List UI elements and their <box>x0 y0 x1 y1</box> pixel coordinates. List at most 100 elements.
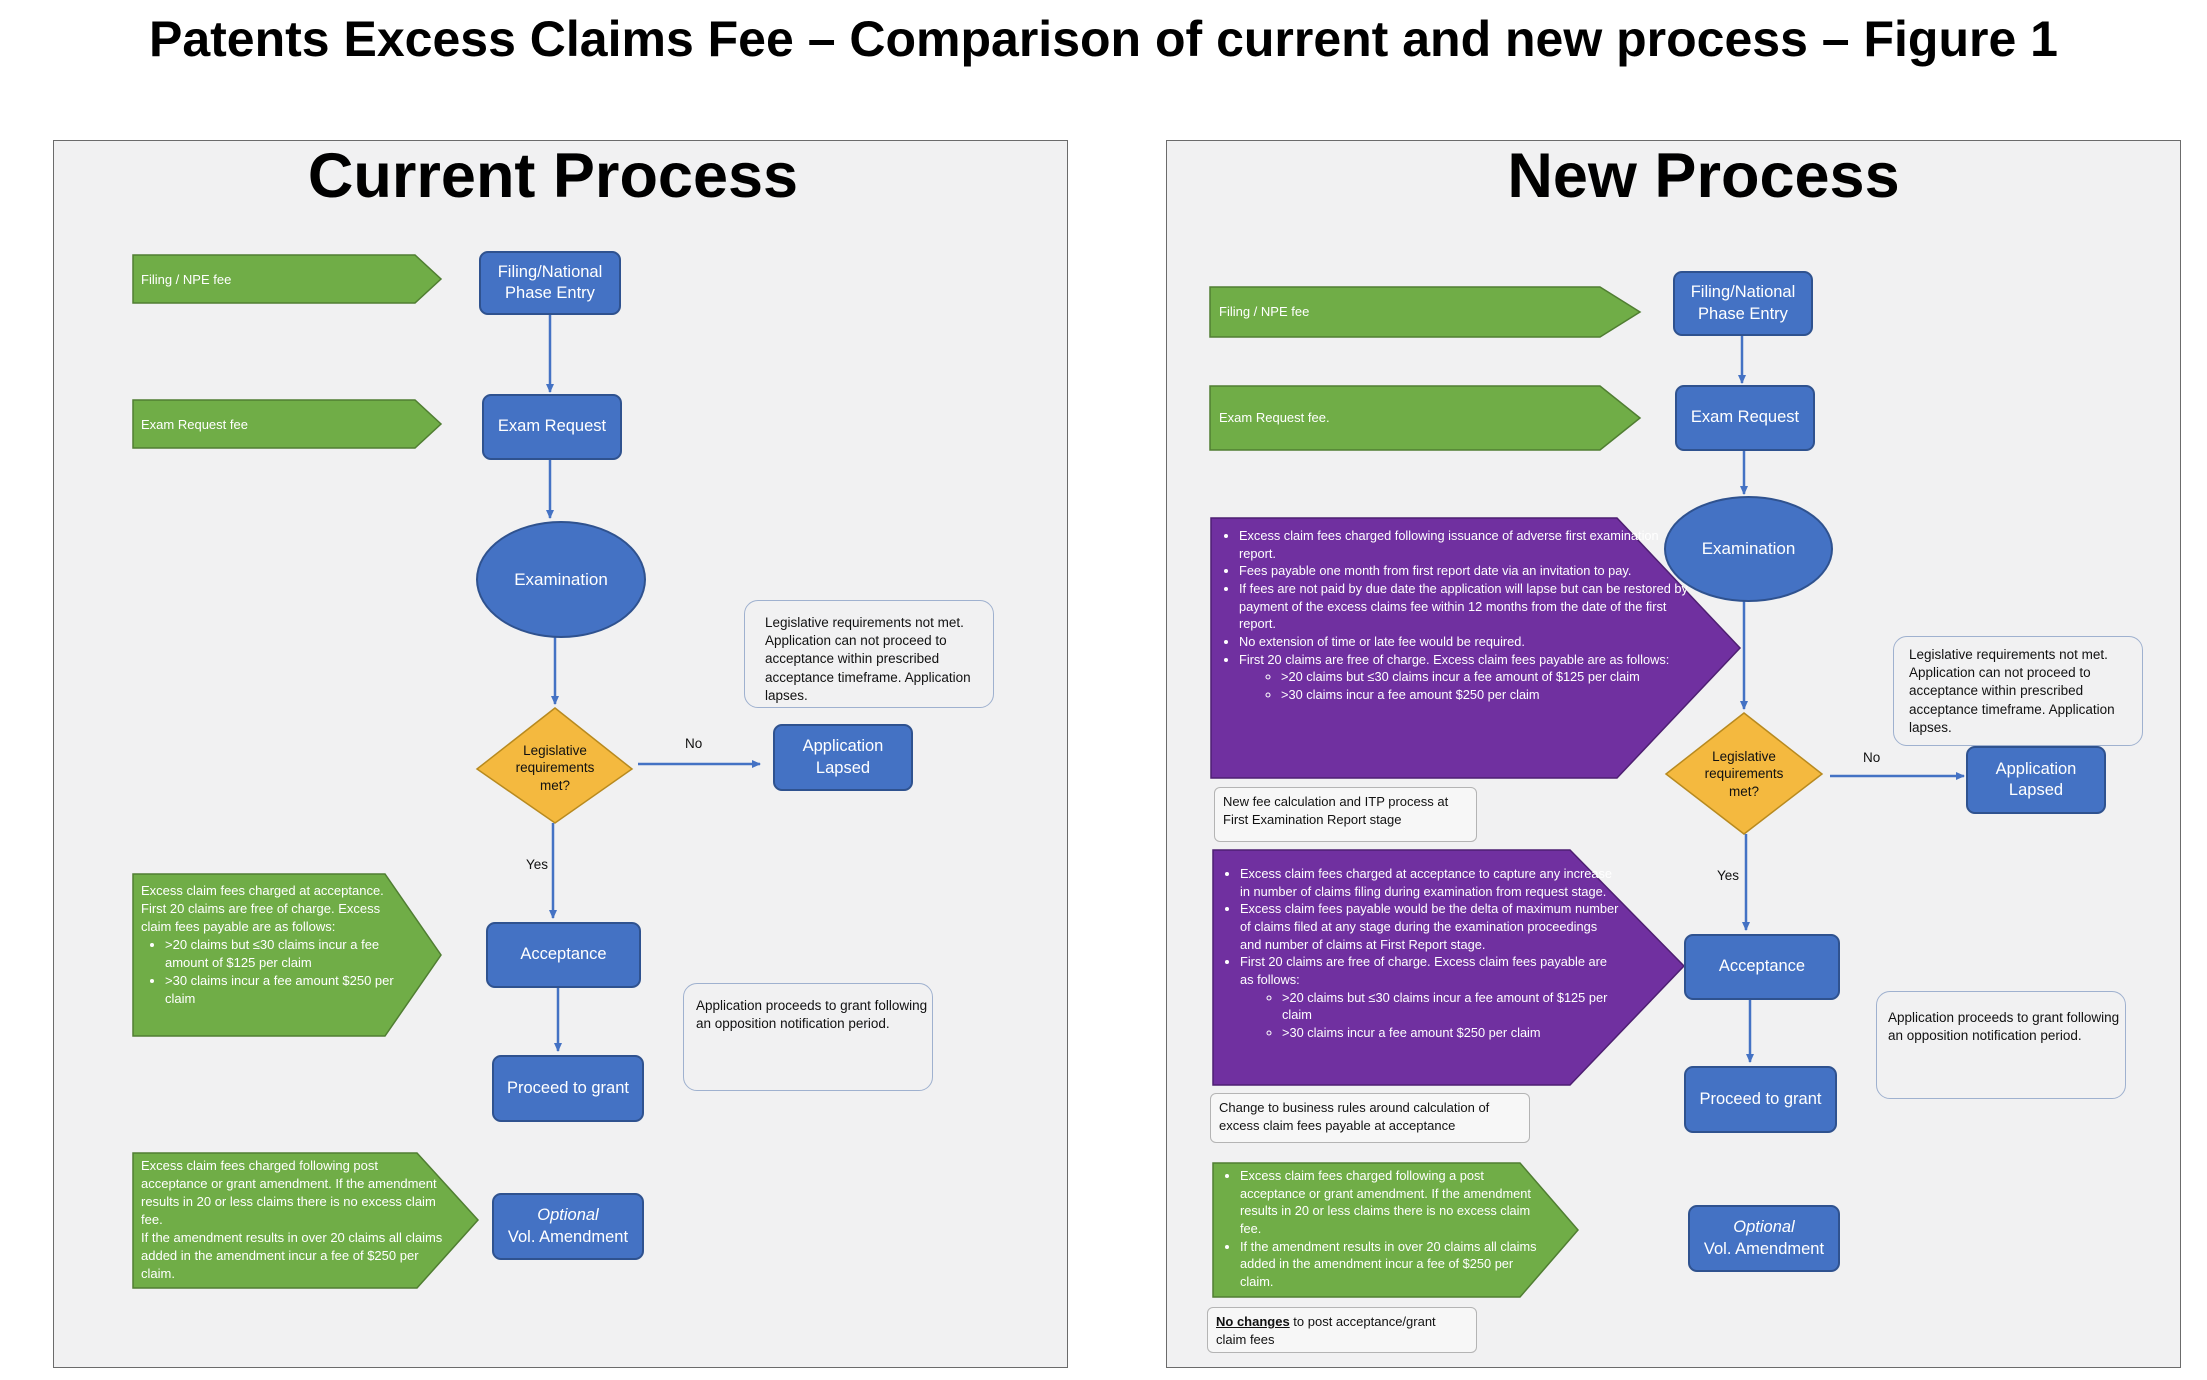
new-decision-line1: Legislative <box>1712 748 1776 764</box>
new-amendment-rules-text: Excess claim fees charged following a po… <box>1223 1167 1543 1291</box>
current-lapse-note: Legislative requirements not met. Applic… <box>765 615 971 703</box>
list-item: If fees are not paid by due date the app… <box>1239 580 1692 633</box>
new-vol-amendment-box: Optional Vol. Amendment <box>1688 1205 1840 1272</box>
new-first-report-rule-arrow <box>1210 517 1742 779</box>
new-vol-amendment-label: Vol. Amendment <box>1703 1239 1825 1258</box>
current-no-label: No <box>685 736 703 751</box>
new-filing-line2: Phase Entry <box>1698 304 1788 323</box>
new-acceptance-caption: Change to business rules around calculat… <box>1210 1093 1530 1143</box>
list-item: >30 claims incur a fee amount $250 per c… <box>1281 686 1692 704</box>
list-item: First 20 claims are free of charge. Exce… <box>1239 651 1692 704</box>
new-filing-line1: Filing/National <box>1690 283 1796 302</box>
current-amendment-fee-line1: Excess claim fees charged following post… <box>141 1158 437 1227</box>
new-first-report-caption: New fee calculation and ITP process at F… <box>1214 787 1477 842</box>
new-exam-fee-arrow <box>1209 385 1642 451</box>
current-amendment-fee-text: Excess claim fees charged following post… <box>141 1157 446 1283</box>
list-item: Excess claim fees payable would be the d… <box>1240 900 1621 953</box>
new-grant-note: Application proceeds to grant following … <box>1888 1010 2120 1044</box>
current-vol-amendment-box: Optional Vol. Amendment <box>492 1193 644 1260</box>
new-acceptance-sublist: >20 claims but ≤30 claims incur a fee am… <box>1240 989 1621 1042</box>
list-item: >20 claims but ≤30 claims incur a fee am… <box>1281 668 1692 686</box>
new-exam-fee-label: Exam Request fee. <box>1219 410 1330 425</box>
new-lapse-note: Legislative requirements not met. Applic… <box>1909 647 2115 735</box>
new-no-changes-caption: No changes to post acceptance/grant clai… <box>1207 1307 1477 1353</box>
current-decision-line2: requirements <box>515 760 595 776</box>
current-yes-label: Yes <box>526 857 549 872</box>
new-first-report-rules-text: Excess claim fees charged following issu… <box>1222 527 1692 704</box>
list-item-text: First 20 claims are free of charge. Exce… <box>1239 651 1670 667</box>
list-item: Excess claim fees charged following issu… <box>1239 527 1692 562</box>
new-lapsed-line2: Lapsed <box>2008 781 2064 799</box>
list-item: Fees payable one month from first report… <box>1239 562 1692 580</box>
list-item: Excess claim fees charged following a po… <box>1240 1167 1543 1238</box>
list-item: >30 claims incur a fee amount $250 per c… <box>1282 1024 1621 1042</box>
list-item: >20 claims but ≤30 claims incur a fee am… <box>165 936 403 972</box>
current-filing-fee-arrow <box>132 254 443 304</box>
list-item: If the amendment results in over 20 clai… <box>1240 1238 1543 1291</box>
current-acceptance-fee-text: Excess claim fees charged at acceptance.… <box>141 882 403 1008</box>
new-lapsed-line1: Application <box>1995 759 2077 778</box>
current-optional-label: Optional <box>537 1206 599 1225</box>
current-filing-box: Filing/National Phase Entry <box>479 251 621 315</box>
page-title: Patents Excess Claims Fee – Comparison o… <box>149 11 2058 67</box>
new-acceptance-box: Acceptance <box>1684 934 1840 1000</box>
current-decision-line3: met? <box>539 777 570 793</box>
list-item: First 20 claims are free of charge. Exce… <box>1240 953 1621 1041</box>
new-proceed-grant-box: Proceed to grant <box>1684 1066 1837 1133</box>
current-acceptance-box: Acceptance <box>486 922 641 988</box>
new-amendment-fee-arrow <box>1212 1162 1579 1298</box>
new-optional-label: Optional <box>1733 1218 1795 1237</box>
new-grant-note-bracket <box>1876 991 2126 1099</box>
current-grant-note-bracket <box>683 983 933 1091</box>
new-no-label: No <box>1863 750 1881 765</box>
new-process-heading: New Process <box>1507 141 1900 211</box>
new-examination-ellipse: Examination <box>1664 496 1833 602</box>
new-no-changes-bold: No changes <box>1216 1314 1290 1329</box>
current-proceed-grant-box: Proceed to grant <box>492 1055 644 1122</box>
new-exam-request-box: Exam Request <box>1675 385 1815 451</box>
new-first-report-sublist: >20 claims but ≤30 claims incur a fee am… <box>1239 668 1692 703</box>
new-filing-box: Filing/National Phase Entry <box>1673 271 1813 336</box>
current-acceptance-fee-intro: Excess claim fees charged at acceptance.… <box>141 883 384 934</box>
current-amendment-fee-line2: If the amendment results in over 20 clai… <box>141 1229 443 1281</box>
current-exam-fee-label: Exam Request fee <box>141 417 248 432</box>
current-lapsed-line2: Lapsed <box>815 758 871 777</box>
current-filing-line1: Filing/National <box>497 262 603 281</box>
current-exam-fee-arrow <box>132 399 443 449</box>
new-lapse-note-bracket <box>1893 636 2143 746</box>
new-decision-line3: met? <box>1728 783 1759 799</box>
new-filing-fee-label: Filing / NPE fee <box>1219 304 1310 319</box>
list-item: >30 claims incur a fee amount $250 per c… <box>165 972 403 1008</box>
current-exam-request-box: Exam Request <box>482 394 622 460</box>
current-decision-label: Legislative requirements met? <box>500 737 610 799</box>
new-acceptance-rules-text: Excess claim fees charged at acceptance … <box>1223 865 1621 1042</box>
current-decision-diamond <box>475 707 634 824</box>
new-decision-label: Legislative requirements met? <box>1689 743 1799 805</box>
current-lapse-note-bracket <box>744 600 994 708</box>
current-lapsed-box: Application Lapsed <box>773 724 913 791</box>
new-acceptance-list: Excess claim fees charged at acceptance … <box>1223 865 1621 1042</box>
current-examination-ellipse: Examination <box>476 521 646 638</box>
new-acceptance-rule-arrow <box>1212 849 1686 1086</box>
new-amendment-list: Excess claim fees charged following a po… <box>1223 1167 1543 1291</box>
list-item: No extension of time or late fee would b… <box>1239 633 1692 651</box>
current-grant-note: Application proceeds to grant following … <box>696 998 928 1032</box>
current-filing-fee-label: Filing / NPE fee <box>141 272 232 287</box>
current-lapsed-line1: Application <box>802 737 884 756</box>
new-decision-line2: requirements <box>1704 766 1784 782</box>
current-acceptance-fee-list: >20 claims but ≤30 claims incur a fee am… <box>141 936 403 1008</box>
new-no-changes-rest: to post acceptance/grant claim fees <box>1216 1314 1436 1347</box>
current-filing-line2: Phase Entry <box>505 284 595 302</box>
current-amendment-fee-arrow <box>132 1152 480 1289</box>
new-first-report-list: Excess claim fees charged following issu… <box>1222 527 1692 704</box>
list-item-text: First 20 claims are free of charge. Exce… <box>1240 954 1607 987</box>
current-decision-line1: Legislative <box>523 742 587 758</box>
new-yes-label: Yes <box>1717 868 1740 883</box>
new-decision-diamond <box>1664 712 1824 835</box>
new-lapsed-box: Application Lapsed <box>1966 746 2106 814</box>
current-acceptance-fee-arrow <box>132 873 442 1037</box>
current-process-heading: Current Process <box>307 141 799 211</box>
list-item: >20 claims but ≤30 claims incur a fee am… <box>1282 989 1621 1024</box>
current-vol-amendment-label: Vol. Amendment <box>507 1227 629 1246</box>
